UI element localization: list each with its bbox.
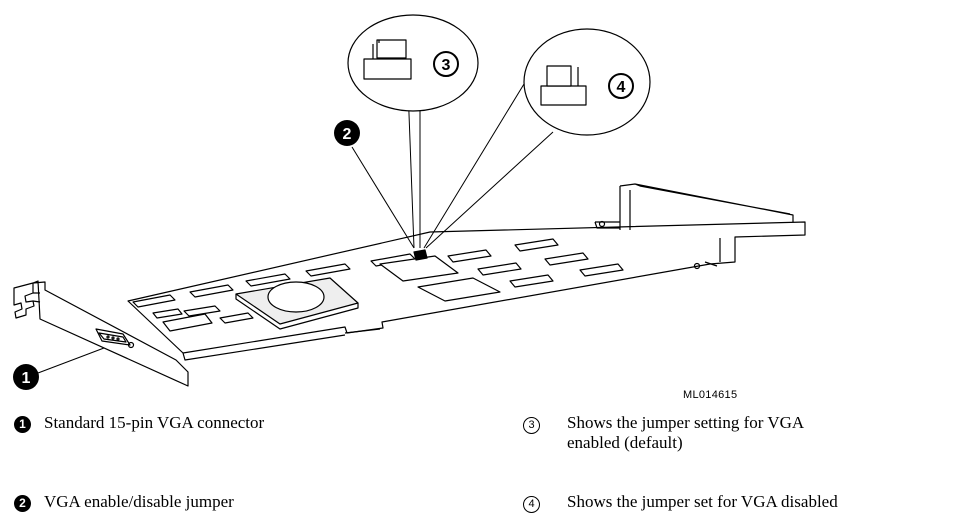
legend-item-1: 1 Standard 15-pin VGA connector: [14, 413, 434, 433]
card-handle: [594, 183, 794, 267]
vga-card-diagram: 1 2 3 4 ML014615: [13, 14, 806, 400]
legend-item-2: 2 VGA enable/disable jumper: [14, 492, 434, 512]
callout-2-marker: 2: [334, 120, 360, 146]
secondary-chip: [417, 277, 501, 302]
memory-chips: [132, 238, 624, 332]
callout-2-number: 2: [343, 126, 352, 143]
legend-text-2: VGA enable/disable jumper: [44, 492, 234, 511]
legend-text-3: Shows the jumper setting for VGA enabled…: [567, 413, 804, 452]
callout-1-marker: 1: [13, 364, 39, 390]
legend-text-4: Shows the jumper set for VGA disabled: [567, 492, 838, 511]
callout-4-magnifier: [523, 28, 651, 136]
jumper-enabled-detail: [363, 39, 412, 80]
jumper-disabled-detail: [540, 65, 587, 106]
legend-number-1: 1: [14, 416, 31, 433]
vga-connector: [95, 328, 135, 349]
legend-number-2: 2: [14, 495, 31, 512]
mounting-bracket: [13, 282, 35, 319]
legend-item-3: 3 Shows the jumper setting for VGA enabl…: [523, 413, 953, 453]
callout-1-leader: [37, 347, 105, 374]
legend-item-4: 4 Shows the jumper set for VGA disabled: [523, 492, 953, 513]
callout-3-magnifier: [347, 14, 479, 112]
heatsink: [235, 277, 359, 330]
callout-1-number: 1: [22, 370, 31, 387]
jumper: [413, 249, 428, 261]
callout-4-marker: 4: [608, 73, 634, 99]
callout-3-marker: 3: [433, 51, 459, 77]
callout-4-number: 4: [617, 79, 626, 96]
figure-code: ML014615: [683, 389, 737, 400]
legend-number-4: 4: [523, 496, 540, 513]
callout-2-leader: [351, 146, 415, 249]
legend-number-3: 3: [523, 417, 540, 434]
legend-text-1: Standard 15-pin VGA connector: [44, 413, 265, 432]
callout-3-number: 3: [442, 57, 451, 74]
